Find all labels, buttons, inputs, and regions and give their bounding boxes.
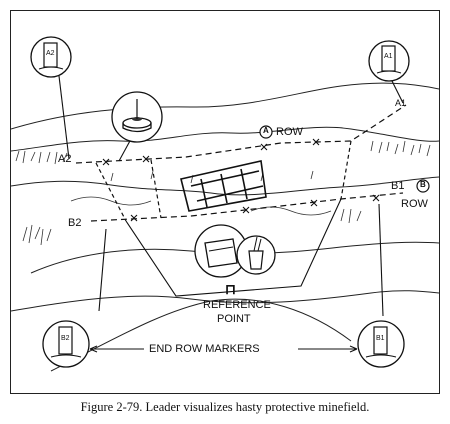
reference-point-line1: REFERENCE — [203, 299, 271, 311]
row-b-marker: B — [420, 180, 426, 189]
figure-caption: Figure 2-79. Leader visualizes hasty pro… — [80, 400, 370, 414]
stake-label-b2: B2 — [61, 335, 70, 342]
callout-stake-b1 — [357, 320, 405, 368]
figure-frame: A2 A1 B2 B1 A ROW A1 A2 B1 B ROW B2 ⊓ RE… — [10, 10, 440, 394]
stake-label-b1: B1 — [376, 335, 385, 342]
row-a-label: ROW — [276, 126, 303, 138]
mine-x-marks — [102, 138, 380, 222]
vegetation-texture — [15, 140, 431, 246]
stake-label-a2: A2 — [46, 50, 55, 57]
a1-label: A1 — [395, 98, 407, 108]
callout-stake-a2 — [30, 36, 72, 78]
reference-point-line2: POINT — [217, 313, 251, 325]
stake-label-a1: A1 — [384, 53, 393, 60]
reference-point-symbol: ⊓ — [225, 281, 236, 297]
row-marker-circles — [259, 125, 430, 193]
minefield-rows — [75, 104, 407, 222]
callout-reference-items — [194, 224, 276, 278]
a2-label: A2 — [58, 153, 72, 165]
callout-leaders — [58, 75, 404, 317]
b2-label: B2 — [68, 217, 82, 229]
end-row-arrows — [89, 345, 358, 353]
bridge-structure — [180, 160, 267, 212]
callout-mine — [111, 91, 163, 143]
terrain — [11, 82, 439, 372]
b1-label: B1 — [391, 180, 405, 192]
row-a-marker: A — [263, 126, 269, 135]
minefield-illustration — [11, 36, 439, 372]
end-row-markers-label: END ROW MARKERS — [149, 343, 260, 355]
row-b-label: ROW — [401, 198, 428, 210]
callout-stake-b2 — [42, 320, 90, 368]
callout-stake-a1 — [368, 40, 410, 82]
